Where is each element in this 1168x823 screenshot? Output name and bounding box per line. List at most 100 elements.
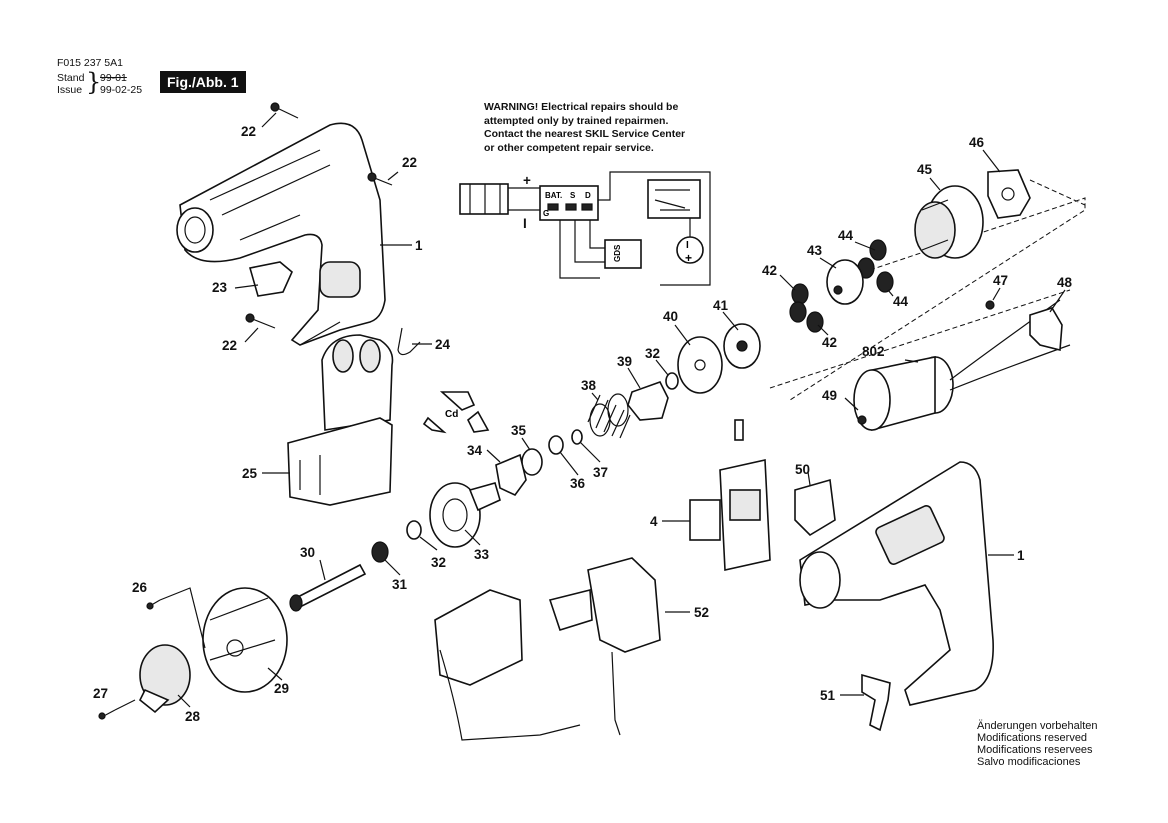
schematic-d: D: [585, 191, 591, 200]
callout-32: 32: [431, 555, 446, 570]
callout-34: 34: [467, 443, 483, 458]
modifications-note: Änderungen vorbehalten Modifications res…: [977, 720, 1097, 768]
note-line: Modifications reserved: [977, 732, 1088, 744]
callout-51: 51: [820, 688, 836, 703]
wiring-schematic: [459, 171, 711, 286]
gear-housing-33: [429, 482, 501, 548]
leader-lines: [177, 112, 1066, 708]
washer-32-lower: [406, 520, 422, 540]
switch-4: [689, 419, 771, 571]
warning-text: WARNING! Electrical repairs should be at…: [484, 101, 734, 155]
callout-44: 44: [893, 294, 909, 309]
ring-37: [571, 429, 583, 445]
callout-24: 24: [435, 337, 451, 352]
callout-39: 39: [617, 354, 632, 369]
recycle-icon: Cd: [422, 391, 490, 434]
callout-23: 23: [212, 280, 228, 295]
callout-22: 22: [241, 124, 256, 139]
schematic-plus: +: [523, 173, 531, 188]
issue-label: Issue: [57, 84, 83, 96]
callout-44: 44: [838, 228, 854, 243]
callout-22: 22: [402, 155, 417, 170]
callout-35: 35: [511, 423, 527, 438]
housing-right-half: [799, 461, 994, 706]
stand-value: 99-01: [100, 72, 127, 84]
callout-32: 32: [645, 346, 660, 361]
screw-22-bottom: [245, 313, 276, 329]
screw-27: [98, 709, 116, 720]
stand-label: Stand: [57, 72, 85, 84]
bearing-31: [371, 541, 389, 563]
part-50: [794, 478, 836, 537]
note-line: Änderungen vorbehalten: [977, 720, 1098, 732]
spindle-30: [289, 563, 367, 612]
issue-value: 99-02-25: [100, 84, 143, 96]
clip-23: [248, 261, 293, 297]
battery-charger-base: [434, 589, 581, 741]
callout-36: 36: [570, 476, 586, 491]
callout-37: 37: [593, 465, 608, 480]
callout-52: 52: [694, 605, 709, 620]
callout-43: 43: [807, 243, 823, 258]
battery-pack-25: [287, 334, 394, 506]
ring-gear-45: [914, 185, 984, 259]
callout-41: 41: [713, 298, 729, 313]
callout-33: 33: [474, 547, 490, 562]
callout-30: 30: [300, 545, 315, 560]
bushing-35: [521, 448, 543, 476]
schematic-motor-minus: I: [686, 240, 689, 251]
washer-46: [987, 169, 1031, 219]
screw-22-right: [367, 172, 393, 186]
planet-gears-42: [789, 283, 824, 333]
callout-46: 46: [969, 135, 985, 150]
collar-29: [202, 587, 288, 693]
callout-38: 38: [581, 378, 597, 393]
washer-36: [548, 435, 564, 455]
schematic-s: S: [570, 191, 576, 200]
washer-32-upper: [665, 372, 679, 390]
plate-40: [677, 336, 723, 394]
callout-49: 49: [822, 388, 837, 403]
clutch-plate-39: [627, 381, 669, 421]
callout-1: 1: [415, 238, 423, 253]
callout-22: 22: [222, 338, 237, 353]
callout-31: 31: [392, 577, 408, 592]
callout-28: 28: [185, 709, 201, 724]
screw-26: [146, 599, 161, 610]
document-code: F015 237 5A1: [57, 57, 123, 69]
callout-802: 802: [862, 344, 885, 359]
callout-27: 27: [93, 686, 108, 701]
schematic-minus: I: [523, 216, 527, 231]
brace-symbol: }: [86, 68, 102, 96]
callout-4: 4: [650, 514, 658, 529]
schematic-g: G: [543, 209, 549, 218]
bracket-34: [495, 453, 527, 497]
callout-47: 47: [993, 273, 1008, 288]
schematic-motor-plus: +: [685, 251, 692, 265]
callout-48: 48: [1057, 275, 1073, 290]
screw-22-top: [270, 102, 299, 119]
gear-plate-41: [723, 323, 761, 369]
callout-42: 42: [822, 335, 837, 350]
warning-line: WARNING! Electrical repairs should be: [484, 101, 679, 113]
hook-51: [861, 673, 891, 732]
brush-holder-48: [1029, 307, 1063, 352]
callout-42: 42: [762, 263, 777, 278]
screw-27-path: [114, 699, 136, 711]
schematic-bat: BAT.: [545, 191, 562, 200]
svg-text:Cd: Cd: [445, 409, 458, 420]
schematic-gds: GDS: [613, 244, 622, 262]
screw-26-path: [159, 587, 206, 649]
spring-38: [587, 393, 631, 439]
motor-802: [853, 299, 1071, 432]
callout-40: 40: [663, 309, 678, 324]
screw-47: [985, 300, 995, 310]
housing-left-half: [176, 122, 386, 346]
figure-label: Fig./Abb. 1: [160, 71, 246, 93]
callout-26: 26: [132, 580, 148, 595]
warning-line: Contact the nearest SKIL Service Center: [484, 128, 686, 140]
charger-52: [548, 557, 661, 736]
hook-24: [397, 327, 421, 356]
callout-1: 1: [1017, 548, 1025, 563]
callout-29: 29: [274, 681, 289, 696]
